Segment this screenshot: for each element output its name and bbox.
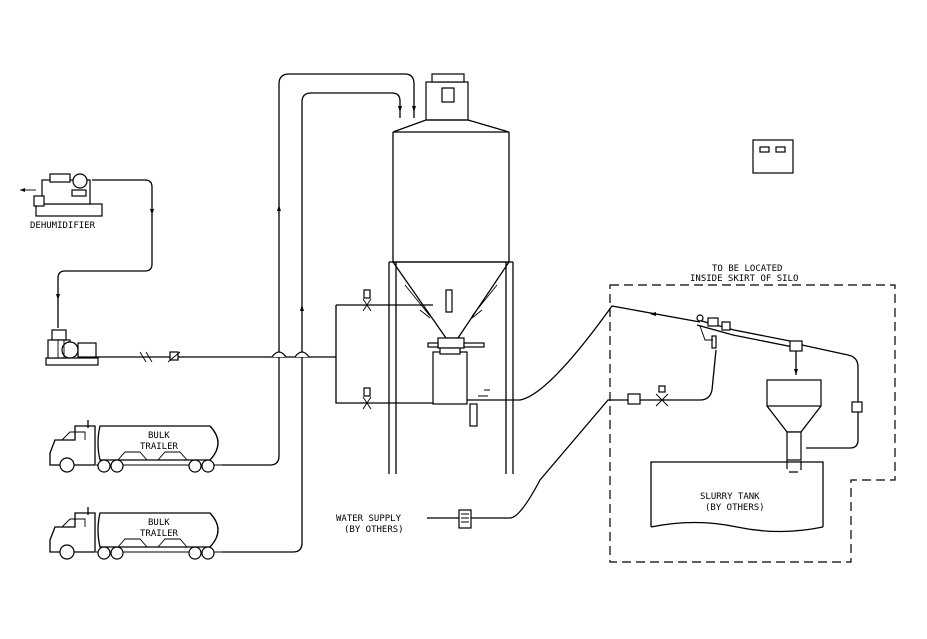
fill-line-top-trailer [222,73,415,466]
control-panel [752,139,794,174]
bulk-trailer-truck-bottom [49,507,222,560]
dehumidifier-unit [33,173,103,217]
slurry-tank-sub-label: (BY OTHERS) [705,503,765,513]
slurry-tank [650,461,824,533]
water-supply-line [427,349,717,519]
skirt-note-line2: INSIDE SKIRT OF SILO [690,274,798,284]
fill-line-bottom-trailer [222,92,401,553]
top-trailer-label-1: BULK [148,431,170,441]
return-valve [851,401,863,413]
silo-discharge-line [467,305,701,401]
water-supply-sub-label: (BY OTHERS) [344,525,404,535]
bulk-trailer-truck-top [49,420,222,473]
silo-skirt-boundary [609,284,896,563]
slurry-tank-label: SLURRY TANK [700,492,760,502]
aeration-valve-top [362,289,372,312]
top-trailer-label-2: TRAILER [140,442,179,452]
mixing-hopper [766,379,822,473]
water-strainer [627,393,641,405]
dehumidifier-air-line [57,179,153,328]
silo-aeration-loop [335,304,433,404]
mixing-eductor [696,314,803,352]
water-meter [458,509,472,529]
bottom-trailer-label-2: TRAILER [140,529,179,539]
bottom-trailer-label-1: BULK [148,518,170,528]
blower-package [45,329,99,366]
silo [388,73,514,474]
check-valve [167,351,181,363]
dehumidifier-label: DEHUMIDIFIER [30,221,96,231]
aeration-valve-bottom [362,387,372,410]
water-supply-label: WATER SUPPLY [336,514,402,524]
skirt-note-line1: TO BE LOCATED [712,264,782,274]
water-valve [655,385,669,407]
